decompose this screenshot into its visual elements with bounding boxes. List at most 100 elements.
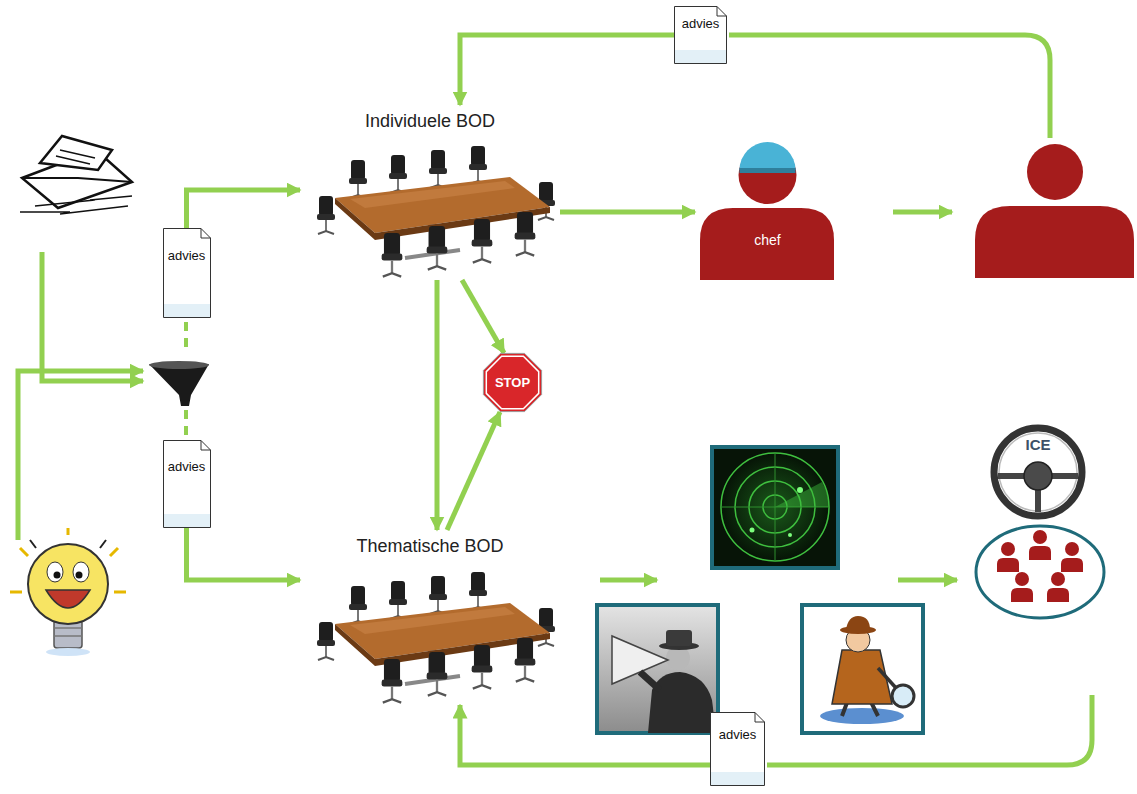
- advice-document-shape: [710, 712, 765, 786]
- detective-cartoon: [892, 685, 914, 707]
- envelope-icon: [56, 150, 95, 164]
- chef-cap-band: [740, 168, 796, 173]
- meeting-board: Individuele BOD: [300, 105, 560, 280]
- stop-rim: [486, 356, 538, 408]
- team-group: [1047, 572, 1069, 602]
- detective-cartoon: [878, 668, 896, 688]
- radar-picture: [712, 447, 838, 568]
- radar-picture: [775, 482, 829, 507]
- person-icon: [975, 144, 1134, 278]
- flow-connector: [462, 280, 504, 353]
- lightbulb-icon: [46, 648, 90, 656]
- detective-cartoon: [832, 650, 892, 704]
- stop-sign-text: STOP: [495, 375, 530, 391]
- input-arrow: [42, 252, 143, 381]
- radar-picture: [721, 453, 829, 561]
- chef-figure-shape: [695, 140, 840, 280]
- wheel-inner-rim: [999, 433, 1077, 511]
- team-group: [1061, 542, 1083, 572]
- radar-picture: [712, 447, 838, 568]
- flow-arrow: [898, 578, 957, 583]
- envelope-icon: [40, 136, 112, 170]
- detective-cartoon: [802, 605, 923, 733]
- flow-arrow: [600, 578, 657, 583]
- envelope-icon: [20, 136, 132, 214]
- radar-picture: [797, 487, 803, 493]
- input-arrow: [184, 410, 188, 436]
- advice-document: advies: [163, 228, 211, 318]
- meeting-title: Individuele BOD: [365, 111, 495, 133]
- document-label: advies: [719, 727, 757, 743]
- input-arrow: [18, 371, 143, 540]
- flow-connector: [187, 528, 301, 580]
- document-outline: [675, 7, 727, 64]
- megaphone-photo: [666, 630, 692, 646]
- document-shade: [164, 304, 210, 317]
- lightbulb-icon: [54, 628, 82, 636]
- radar-picture: [721, 453, 829, 561]
- advice-document-shape: [674, 6, 727, 64]
- lightbulb-icon: [47, 562, 63, 582]
- megaphone-photo: [597, 605, 718, 733]
- megaphone-photo: [640, 672, 660, 690]
- team-group: [1029, 530, 1051, 560]
- document-fold: [755, 713, 765, 723]
- chef-cap: [740, 142, 796, 170]
- meeting-table: [317, 146, 555, 277]
- person-icon: [975, 206, 1134, 278]
- megaphone-photo: [597, 605, 718, 733]
- flow-connector: [447, 412, 500, 530]
- team-group: [976, 526, 1104, 618]
- advice-document: advies: [674, 6, 727, 64]
- flow-connector: [435, 280, 440, 530]
- lightbulb-icon: [10, 528, 126, 656]
- document-outline: [163, 441, 210, 528]
- person-icon: [1027, 144, 1083, 200]
- document-shade: [164, 514, 210, 527]
- advice-document: advies: [710, 712, 765, 786]
- detective-cartoon: [802, 605, 923, 733]
- envelope-icon: [20, 196, 132, 214]
- team-group: [997, 530, 1083, 602]
- document-label: advies: [168, 459, 206, 475]
- wheel-rim: [994, 428, 1082, 516]
- steering-wheel-shape: [978, 420, 1098, 520]
- document-outline: [711, 713, 765, 786]
- funnel-icon: [149, 364, 209, 406]
- flow-connector: [460, 705, 710, 765]
- team-group: [1011, 572, 1033, 602]
- detective-cartoon: [820, 708, 904, 724]
- lightbulb-icon: [76, 572, 83, 579]
- advice-document: advies: [163, 440, 211, 528]
- stop-octagon: [483, 353, 541, 411]
- lightbulb-icon: [54, 572, 61, 579]
- radar-picture: [750, 528, 755, 533]
- document-fold: [717, 7, 727, 17]
- steering-wheel: ICE: [978, 420, 1098, 520]
- advice-document-shape: [163, 440, 211, 528]
- document-fold: [201, 229, 211, 239]
- advice-document-shape: [163, 228, 211, 318]
- document-shade: [675, 50, 726, 63]
- megaphone-photo: [612, 636, 668, 684]
- document-outline: [163, 229, 210, 318]
- meeting-table: [317, 572, 555, 703]
- megaphone-photo: [648, 672, 716, 733]
- chef-figure: chef: [695, 140, 840, 280]
- wheel-hub: [1024, 462, 1052, 490]
- envelope-icon: [22, 178, 132, 182]
- lightbulb-icon: [46, 590, 90, 608]
- meeting-board: Thematische BOD: [300, 530, 560, 705]
- lightbulb-icon: [28, 544, 108, 624]
- meeting-title: Thematische BOD: [356, 536, 503, 558]
- document-label: advies: [682, 16, 720, 32]
- input-arrow: [184, 322, 188, 354]
- lightbulb-icon: [73, 562, 89, 582]
- flow-connector: [460, 35, 674, 105]
- radar-picture: [788, 533, 792, 537]
- team-group: [997, 542, 1019, 572]
- flow-arrow: [893, 210, 952, 215]
